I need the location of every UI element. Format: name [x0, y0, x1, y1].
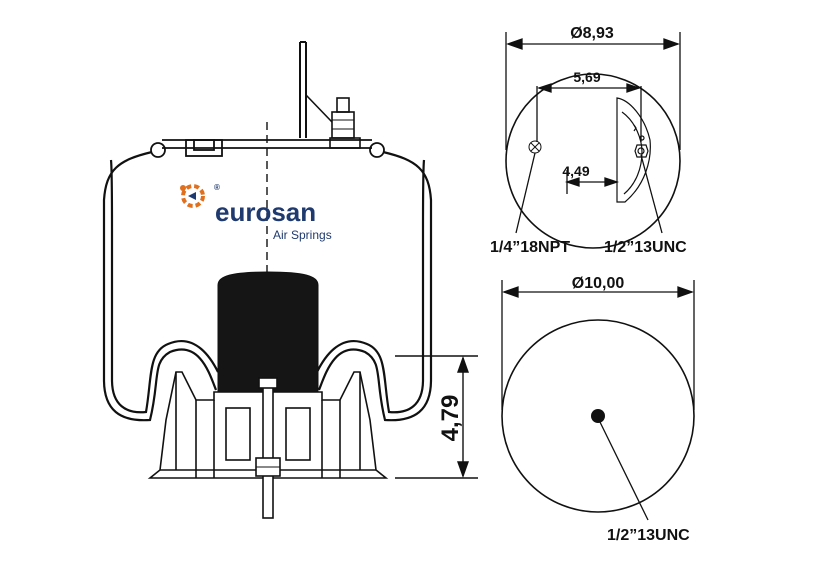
piston [217, 271, 319, 393]
bottom-stud-callout: 1/2”13UNC [607, 527, 690, 544]
top-bolt-spacing-label: 5,69 [573, 69, 600, 85]
bottom-stud-leader [597, 417, 649, 521]
mounting-bracket [299, 41, 361, 149]
bottom-view [501, 280, 695, 521]
bottom-plate-outline [501, 319, 695, 513]
top-view [505, 32, 681, 249]
top-plate-outline [505, 73, 681, 249]
height-dimension [395, 355, 478, 479]
height-dimension-label: 4,79 [437, 395, 464, 442]
piston-base [147, 371, 389, 479]
bolt-spacing-dimension [536, 83, 642, 142]
top-inner-spacing-label: 4,49 [562, 163, 589, 179]
center-stud [255, 377, 281, 519]
top-stud-leader [640, 154, 663, 234]
inner-spacing-dimension [564, 170, 620, 194]
side-view [102, 41, 433, 519]
bottom-diameter-dimension [501, 280, 695, 410]
top-outer-diameter-label: Ø8,93 [570, 25, 614, 42]
rubber-bellow [102, 150, 218, 422]
gear-logo-icon [180, 184, 205, 208]
air-fitting-symbol [528, 140, 542, 154]
registered-mark: ® [214, 183, 220, 192]
top-bracket [616, 97, 651, 203]
logo-brand: eurosan [215, 197, 316, 227]
top-stud-callout: 1/2”13UNC [604, 239, 687, 256]
eurosan-logo: ® eurosan Air Springs [180, 183, 332, 242]
top-outer-dimension [505, 32, 681, 150]
air-fitting-callout: 1/4”18NPT [490, 239, 570, 256]
logo-tagline: Air Springs [273, 228, 332, 242]
air-fitting-leader [515, 152, 536, 234]
bottom-diameter-label: Ø10,00 [572, 275, 625, 292]
bottom-stud-hole [591, 409, 605, 423]
